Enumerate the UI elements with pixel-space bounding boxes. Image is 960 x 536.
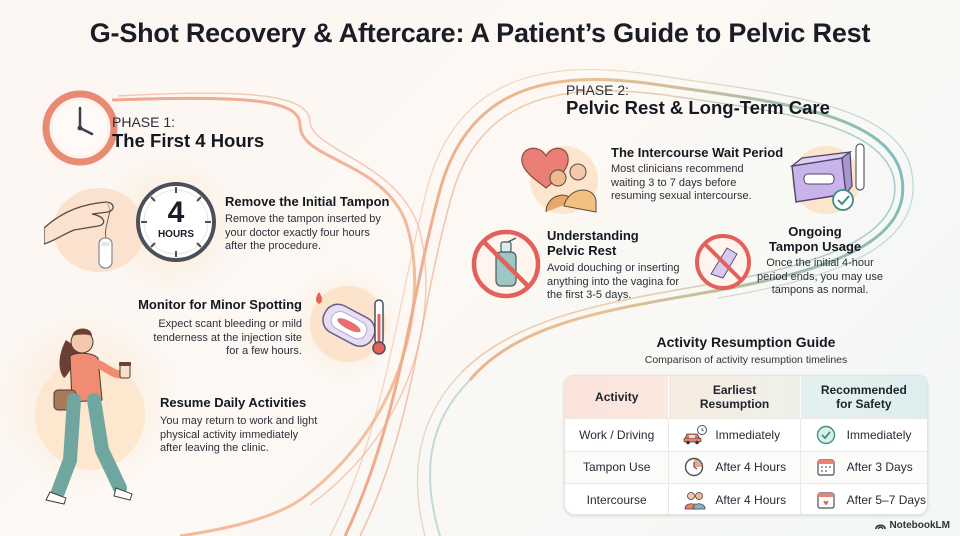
cell-earliest: After 4 Hours [668, 484, 799, 514]
cell-activity: Tampon Use [583, 460, 651, 475]
phase1-item-1-body: Remove the tampon inserted by your docto… [225, 213, 381, 252]
hand-tampon-icon [44, 188, 144, 272]
phase2-item-1-title: The Intercourse Wait Period [611, 145, 784, 160]
couple-icon [684, 492, 706, 510]
phase1-item-2-title: Monitor for Minor Spotting [138, 297, 302, 312]
activity-guide-subtitle: Comparison of activity resumption timeli… [644, 354, 848, 366]
walking-woman-illustration [35, 328, 145, 505]
phase1-item-1-title: Remove the Initial Tampon [225, 194, 390, 209]
cell-recommended: Immediately [799, 419, 927, 451]
phase2-item-3-body: Once the initial 4-hour period ends, you… [757, 257, 883, 296]
timer-unit: HOURS [157, 229, 195, 240]
timer-number: 4 [167, 196, 185, 229]
car-clock-icon [683, 424, 708, 445]
activity-guide-title: Activity Resumption Guide [656, 334, 836, 350]
phase2-title: Pelvic Rest & Long-Term Care [566, 97, 830, 118]
timer-icon [685, 458, 704, 477]
page-title: G-Shot Recovery & Aftercare: A Patient’s… [89, 18, 871, 48]
check-circle-icon [816, 425, 835, 444]
notebooklm-logo-icon [875, 524, 887, 530]
phase1-item-3-title: Resume Daily Activities [160, 395, 307, 410]
calendar-icon [817, 459, 835, 476]
tampon-box-icon [789, 143, 865, 214]
couple-hearts-icon [521, 146, 598, 214]
phase2-item-2-body: Avoid douching or inserting anything int… [547, 262, 680, 301]
no-douche-icon [471, 229, 541, 299]
phase1-label: PHASE 1: [112, 114, 176, 130]
wall-clock-icon [42, 90, 118, 166]
phase2-item-2-title: Understanding Pelvic Rest [547, 228, 639, 258]
no-tampon-icon [695, 234, 751, 290]
header-activity: Activity [565, 376, 669, 418]
cell-activity: Work / Driving [579, 427, 655, 442]
phase1-item-3-body: You may return to work and light physica… [160, 415, 318, 454]
pad-thermometer-icon [310, 286, 386, 362]
table-row: Intercourse After 4 Hours After 5–7 Days [565, 483, 927, 514]
cell-earliest: After 4 Hours [668, 451, 799, 484]
phase2-item-1-body: Most clinicians recommend waiting 3 to 7… [611, 163, 752, 202]
phase2-label: PHASE 2: [566, 82, 630, 98]
table-row: Tampon Use After 4 Hours After 3 Days [565, 450, 927, 484]
cell-recommended: After 5–7 Days [799, 484, 927, 514]
phase2-item-3-title: Ongoing Tampon Usage [768, 224, 862, 254]
cell-recommended: After 3 Days [799, 451, 927, 484]
four-hour-timer-icon [136, 182, 216, 262]
cell-activity: Intercourse [586, 492, 647, 507]
calendar-heart-icon [817, 492, 835, 509]
cell-earliest: Immediately [668, 419, 799, 451]
phase1-title: The First 4 Hours [112, 130, 265, 151]
phase1-item-2-body: Expect scant bleeding or mild tenderness… [153, 318, 302, 357]
table-row: Work / Driving Immediately Immediately [565, 418, 927, 451]
notebooklm-footer: NotebookLM [875, 520, 950, 531]
